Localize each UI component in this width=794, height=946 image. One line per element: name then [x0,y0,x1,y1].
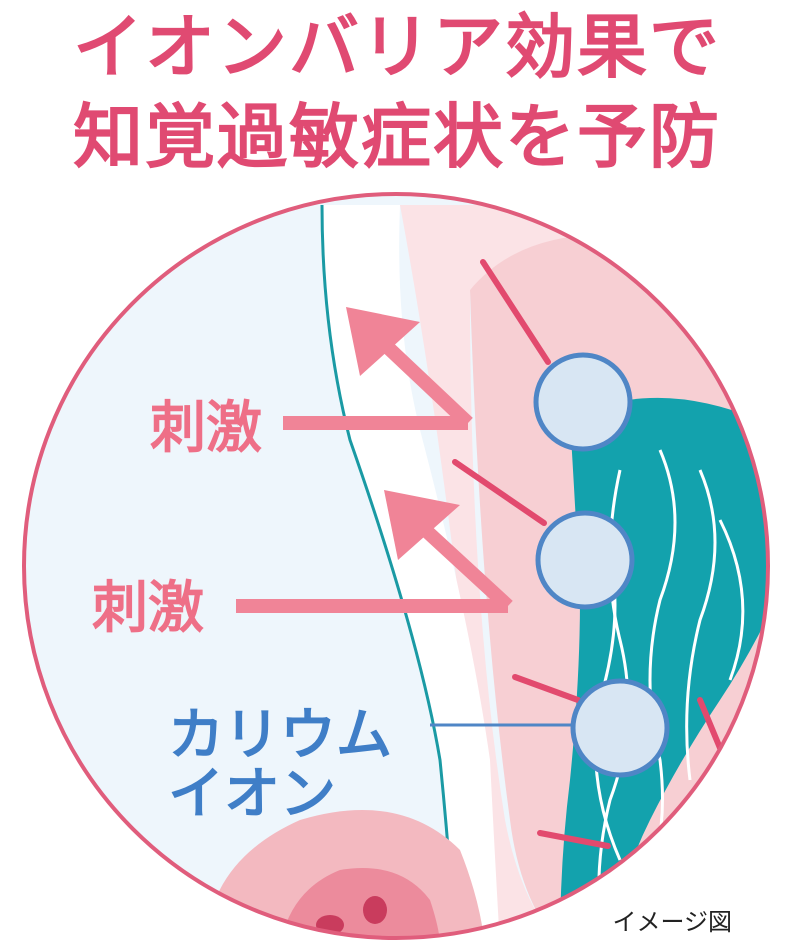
image-caption: イメージ図 [612,908,732,936]
tooth-surface-band [322,205,500,938]
stimulus-arrow-1 [283,307,473,430]
potassium-ion-3 [570,678,670,778]
gum-spot-2 [363,896,387,924]
dentin-region [400,205,768,938]
diagram-circle-border [22,192,770,940]
stimulus-label-2: 刺激 [92,576,204,641]
potassium-label-line-1: カリウム [168,703,392,768]
title-line-1: イオンバリア効果で [73,6,721,88]
diagram-circle-content [24,194,768,938]
title-line-2: 知覚過敏症状を予防 [73,96,721,178]
potassium-ion-label: カリウム イオン [168,703,392,827]
stimulus-arrow-2 [236,490,513,613]
stimulus-label-1: 刺激 [150,396,262,461]
potassium-ion-1 [533,352,633,452]
potassium-label-line-2: イオン [168,761,336,827]
potassium-ion-2 [535,510,635,610]
